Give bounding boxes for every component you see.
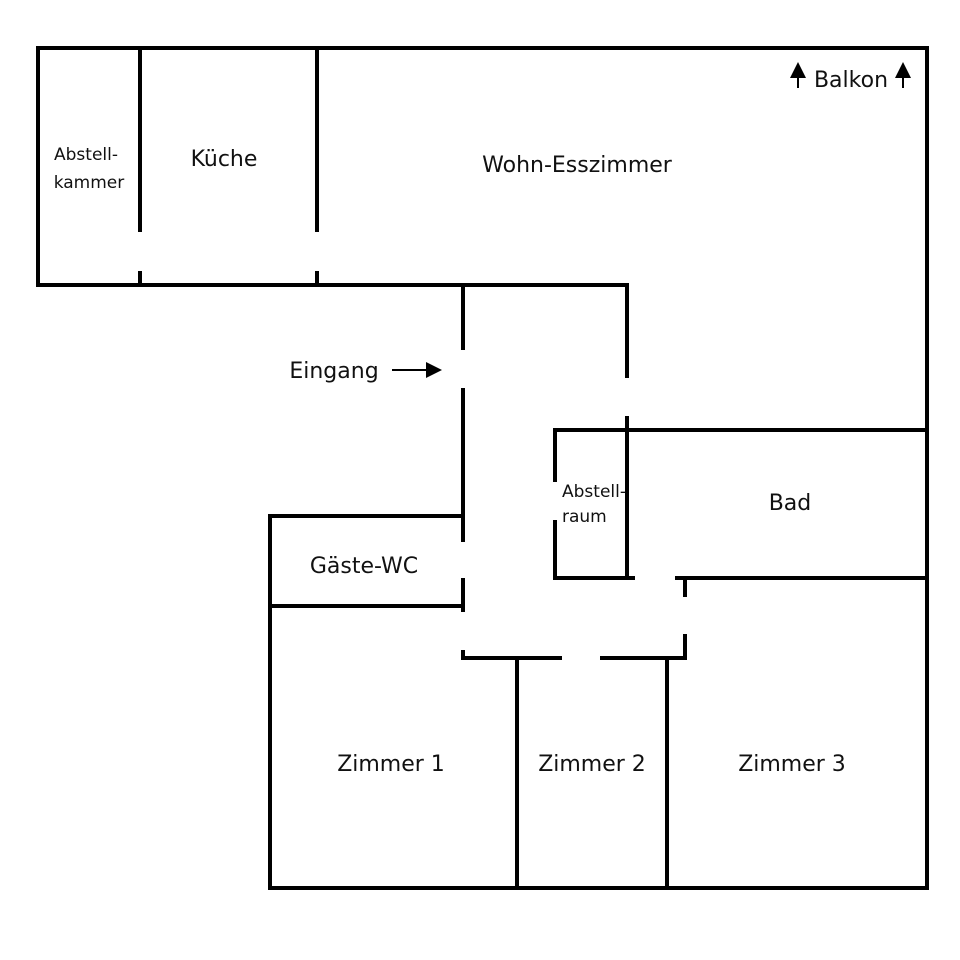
room-label-wohn-esszimmer: Wohn-Esszimmer [482,153,673,178]
room-label-abstellraum-1: Abstell- [562,482,626,502]
room-labels: Abstell- kammer Küche Wohn-Esszimmer Abs… [54,145,846,777]
annotations: Eingang Balkon [289,62,911,384]
wall-outer-top [36,46,929,890]
room-label-abstellraum-2: raum [562,507,607,527]
room-label-kueche: Küche [191,147,258,172]
room-label-gaeste-wc: Gäste-WC [310,554,418,579]
room-label-zimmer2: Zimmer 2 [538,752,646,777]
room-label-abstellkammer-2: kammer [54,173,125,193]
room-label-zimmer1: Zimmer 1 [337,752,445,777]
balcony-label: Balkon [814,68,888,93]
room-label-abstellkammer-1: Abstell- [54,145,118,165]
room-label-bad: Bad [769,491,812,516]
room-label-zimmer3: Zimmer 3 [738,752,846,777]
walls [36,46,929,890]
entrance-label: Eingang [289,359,378,384]
